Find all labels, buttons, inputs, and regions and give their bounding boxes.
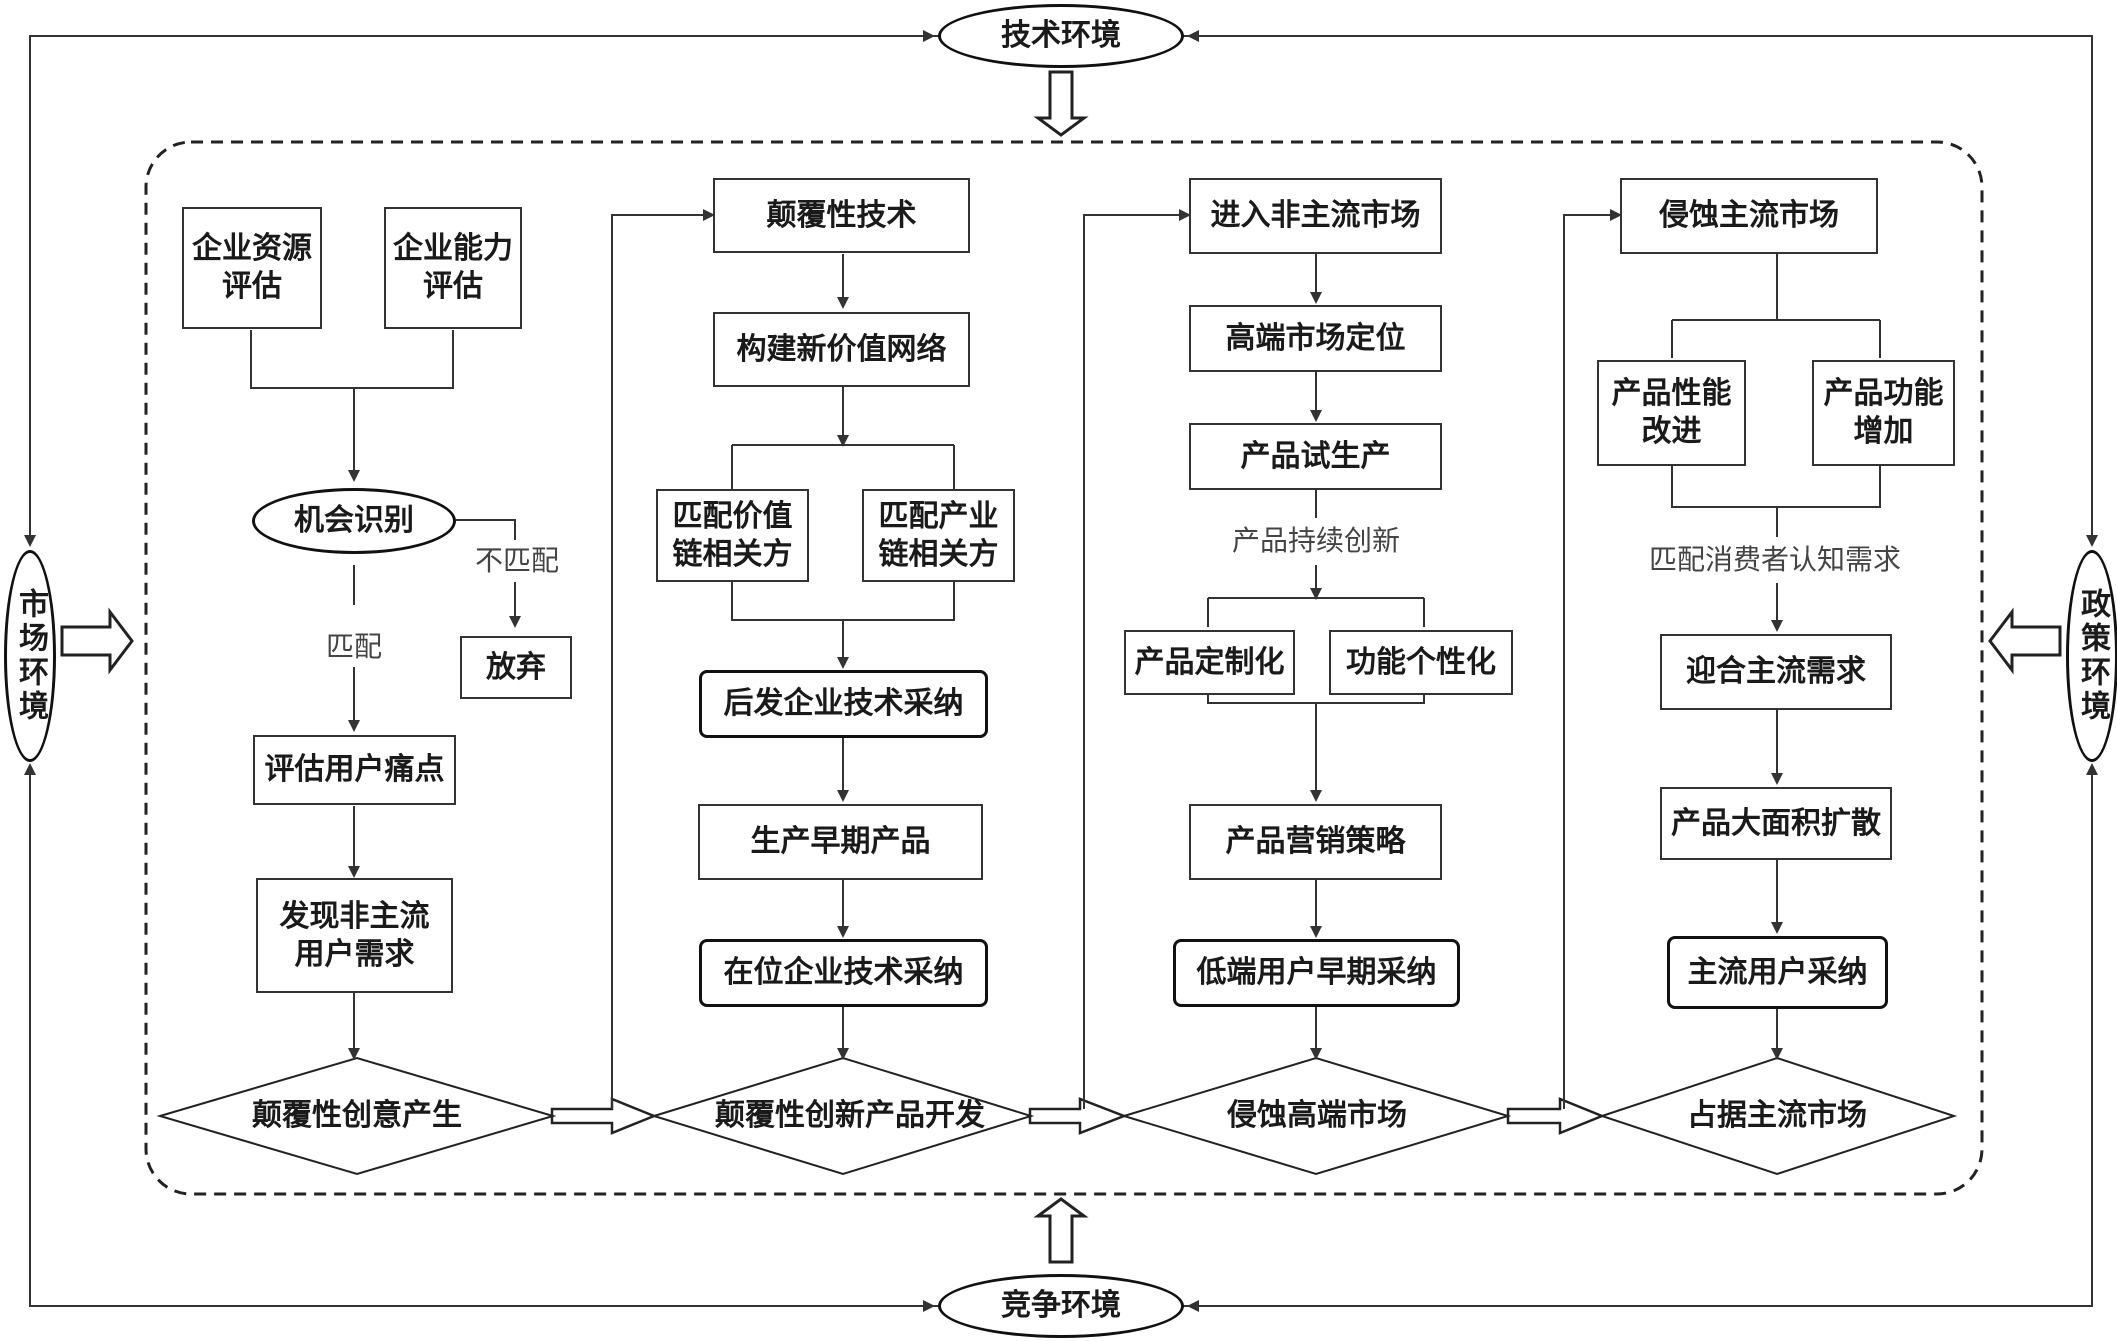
environment-hollow-arrows: [60, 70, 2062, 1264]
enter-nonmainstream-box: 进入非主流市场: [1189, 178, 1442, 254]
personalization-box: 功能个性化: [1329, 630, 1513, 695]
function-add-box: 产品功能 增加: [1812, 360, 1955, 466]
high-end-position-box: 高端市场定位: [1189, 305, 1442, 372]
disruptive-tech-box: 颠覆性技术: [713, 178, 970, 253]
late-adopter-box: 后发企业技术采纳: [699, 670, 988, 738]
value-chain-box: 匹配价值 链相关方: [656, 489, 809, 582]
low-end-adopter-box: 低端用户早期采纳: [1173, 939, 1460, 1007]
performance-improve-box: 产品性能 改进: [1597, 360, 1746, 466]
diamond-shapes: [156, 1056, 1958, 1176]
continuous-innovation-label: 产品持续创新: [1220, 518, 1412, 564]
value-network-box: 构建新价值网络: [713, 312, 970, 387]
industry-chain-box: 匹配产业 链相关方: [862, 489, 1015, 582]
marketing-strategy-box: 产品营销策略: [1189, 804, 1442, 880]
stage-hollow-arrows: [550, 1097, 1606, 1135]
incumbent-adopter-box: 在位企业技术采纳: [699, 939, 988, 1007]
nonmainstream-needs-box: 发现非主流 用户需求: [256, 878, 453, 993]
pain-points-box: 评估用户痛点: [253, 735, 456, 805]
capability-eval-box: 企业能力 评估: [384, 207, 522, 329]
environment-loop: [24, 30, 2098, 1312]
customization-box: 产品定制化: [1124, 630, 1295, 695]
policy-environment-node: 政策环境: [2066, 550, 2117, 762]
process-container: [144, 140, 1984, 1196]
disruptive-idea-diamond: 颠覆性创意产生: [252, 1098, 462, 1133]
trial-production-box: 产品试生产: [1189, 423, 1442, 490]
abandon-box: 放弃: [460, 636, 572, 699]
cognition-needs-label: 匹配消费者认知需求: [1615, 538, 1935, 582]
match-label: 匹配: [314, 627, 394, 667]
mass-diffusion-box: 产品大面积扩散: [1660, 787, 1892, 860]
erode-mainstream-box: 侵蚀主流市场: [1620, 178, 1878, 254]
occupy-mainstream-diamond: 占据主流市场: [1687, 1098, 1867, 1133]
market-environment-node: 市场环境: [4, 550, 56, 762]
early-product-box: 生产早期产品: [698, 804, 983, 880]
disruptive-product-diamond: 颠覆性创新产品开发: [715, 1098, 985, 1133]
opportunity-ellipse: 机会识别: [252, 488, 456, 554]
mismatch-label: 不匹配: [462, 540, 572, 582]
cater-mainstream-box: 迎合主流需求: [1660, 634, 1892, 710]
flow-connectors: [250, 209, 1881, 1109]
mainstream-adopter-box: 主流用户采纳: [1667, 936, 1888, 1009]
competition-environment-node: 竞争环境: [938, 1274, 1184, 1338]
resource-eval-box: 企业资源 评估: [182, 207, 322, 329]
erode-high-end-diamond: 侵蚀高端市场: [1227, 1098, 1407, 1133]
tech-environment-node: 技术环境: [938, 4, 1184, 68]
